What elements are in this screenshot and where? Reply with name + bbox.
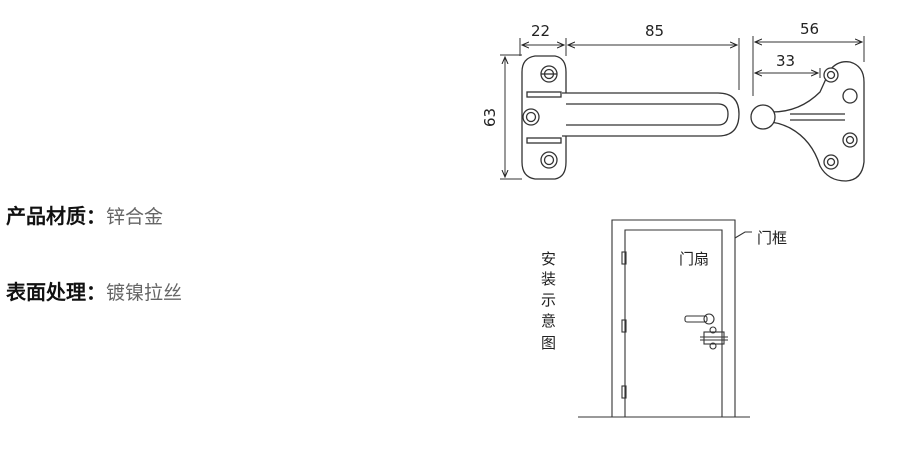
- spec-finish-label: 表面处理：: [6, 280, 106, 304]
- door-leaf-label: 门扇: [679, 250, 709, 268]
- install-title-char: 图: [541, 334, 556, 352]
- install-title: 安 装 示 意 图: [541, 250, 556, 352]
- dim-56: 56: [800, 20, 819, 38]
- spec-finish-value: 镀镍拉丝: [106, 282, 183, 304]
- install-diagram: [578, 219, 752, 418]
- install-title-char: 安: [541, 250, 556, 268]
- door-guard-icon: [700, 326, 728, 350]
- spec-material-value: 锌合金: [106, 206, 164, 228]
- dim-33: 33: [776, 52, 795, 70]
- dimension-lines: [500, 36, 865, 180]
- dim-85: 85: [645, 22, 664, 40]
- install-title-char: 装: [541, 270, 556, 288]
- spec-finish: 表面处理：镀镍拉丝: [6, 276, 182, 305]
- install-title-char: 示: [541, 291, 556, 309]
- latch-arm-part: [521, 55, 740, 180]
- strike-plate-part: [750, 61, 865, 182]
- spec-material: 产品材质：锌合金: [6, 200, 163, 229]
- frame-label: 门框: [757, 229, 787, 247]
- dim-63: 63: [481, 108, 499, 127]
- install-title-char: 意: [541, 312, 556, 330]
- spec-material-label: 产品材质：: [6, 204, 106, 228]
- dim-22: 22: [531, 22, 550, 40]
